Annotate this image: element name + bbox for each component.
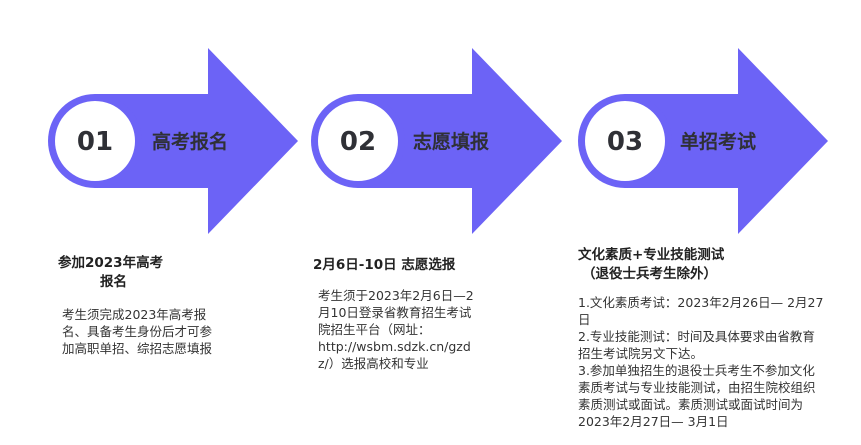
step-3-heading-line-1: 文化素质+专业技能测试 bbox=[578, 247, 725, 263]
step-3-label: 单招考试 bbox=[680, 130, 756, 153]
step-1-description: 参加2023年高考 报名 考生须完成2023年高考报 名、具备考生身份后才可参 … bbox=[58, 254, 258, 357]
step-3-arrow-group: 03 单招考试 bbox=[578, 48, 828, 234]
step-2-body-line-1: 考生须于2023年2月6日—2 bbox=[318, 288, 474, 303]
step-3-body-line-7: 素质测试或面试。素质测试或面试时间为 bbox=[578, 397, 804, 412]
step-1-body-line-1: 考生须完成2023年高考报 bbox=[62, 307, 207, 322]
step-2-heading-line-1: 2月6日-10日 志愿选报 bbox=[313, 257, 456, 273]
process-arrows: 01 高考报名 02 志愿填报 03 单招考试 bbox=[48, 48, 828, 234]
step-3-body-line-4: 招生考试院另文下达。 bbox=[578, 346, 704, 361]
step-1-body-line-2: 名、具备考生身份后才可参 bbox=[62, 324, 213, 339]
step-3-body-line-5: 3.参加单独招生的退役士兵考生不参加文化 bbox=[578, 363, 815, 378]
step-1-arrow-group: 01 高考报名 bbox=[48, 48, 298, 234]
step-1-circle-inner bbox=[55, 101, 135, 181]
step-2-circle-inner bbox=[318, 101, 398, 181]
step-2-arrow bbox=[358, 48, 562, 234]
step-1-heading-line-2: 报名 bbox=[100, 274, 127, 290]
step-3-description: 文化素质+专业技能测试 （退役士兵考生除外） 1.文化素质考试：2023年2月2… bbox=[578, 246, 848, 430]
step-2-description: 2月6日-10日 志愿选报 考生须于2023年2月6日—2 月10日登录省教育招… bbox=[313, 256, 513, 372]
step-3-body-line-1: 1.文化素质考试：2023年2月26日— 2月27 bbox=[578, 295, 824, 310]
step-2-label: 志愿填报 bbox=[413, 130, 489, 153]
step-2-body-line-4: http://wsbm.sdzk.cn/gzd bbox=[318, 339, 471, 354]
step-3-body-line-6: 素质考试与专业技能测试，由招生院校组织 bbox=[578, 380, 816, 395]
step-1-body: 考生须完成2023年高考报 名、具备考生身份后才可参 加高职单招、综招志愿填报 bbox=[58, 306, 258, 357]
step-3-body-line-8: 2023年2月27日— 3月1日 bbox=[578, 414, 729, 429]
step-3-body-line-3: 2.专业技能测试：时间及具体要求由省教育 bbox=[578, 329, 815, 344]
step-1-heading-line-1: 参加2023年高考 bbox=[58, 255, 164, 271]
step-2-body-line-5: z/）选报高校和专业 bbox=[318, 356, 429, 371]
step-3-body: 1.文化素质考试：2023年2月26日— 2月27 日 2.专业技能测试：时间及… bbox=[578, 294, 848, 430]
step-2-arrow-group: 02 志愿填报 bbox=[311, 48, 562, 234]
step-3-heading-line-2: （退役士兵考生除外） bbox=[582, 266, 717, 282]
step-3-arrow bbox=[625, 48, 828, 234]
step-1-label: 高考报名 bbox=[152, 130, 228, 153]
step-3-body-line-2: 日 bbox=[578, 312, 591, 327]
step-3-number: 03 bbox=[607, 127, 643, 157]
step-1-arrow bbox=[95, 48, 298, 234]
step-1-heading: 参加2023年高考 报名 bbox=[58, 254, 258, 292]
step-2-heading: 2月6日-10日 志愿选报 bbox=[313, 256, 513, 275]
step-2-body-line-3: 院招生平台（网址： bbox=[318, 322, 431, 337]
step-2-body-line-2: 月10日登录省教育招生考试 bbox=[318, 305, 472, 320]
step-1-body-line-3: 加高职单招、综招志愿填报 bbox=[62, 341, 213, 356]
step-2-number: 02 bbox=[340, 127, 376, 157]
step-3-circle-inner bbox=[585, 101, 665, 181]
step-1-number: 01 bbox=[77, 127, 113, 157]
step-3-heading: 文化素质+专业技能测试 （退役士兵考生除外） bbox=[578, 246, 848, 284]
step-2-body: 考生须于2023年2月6日—2 月10日登录省教育招生考试 院招生平台（网址： … bbox=[313, 287, 513, 372]
